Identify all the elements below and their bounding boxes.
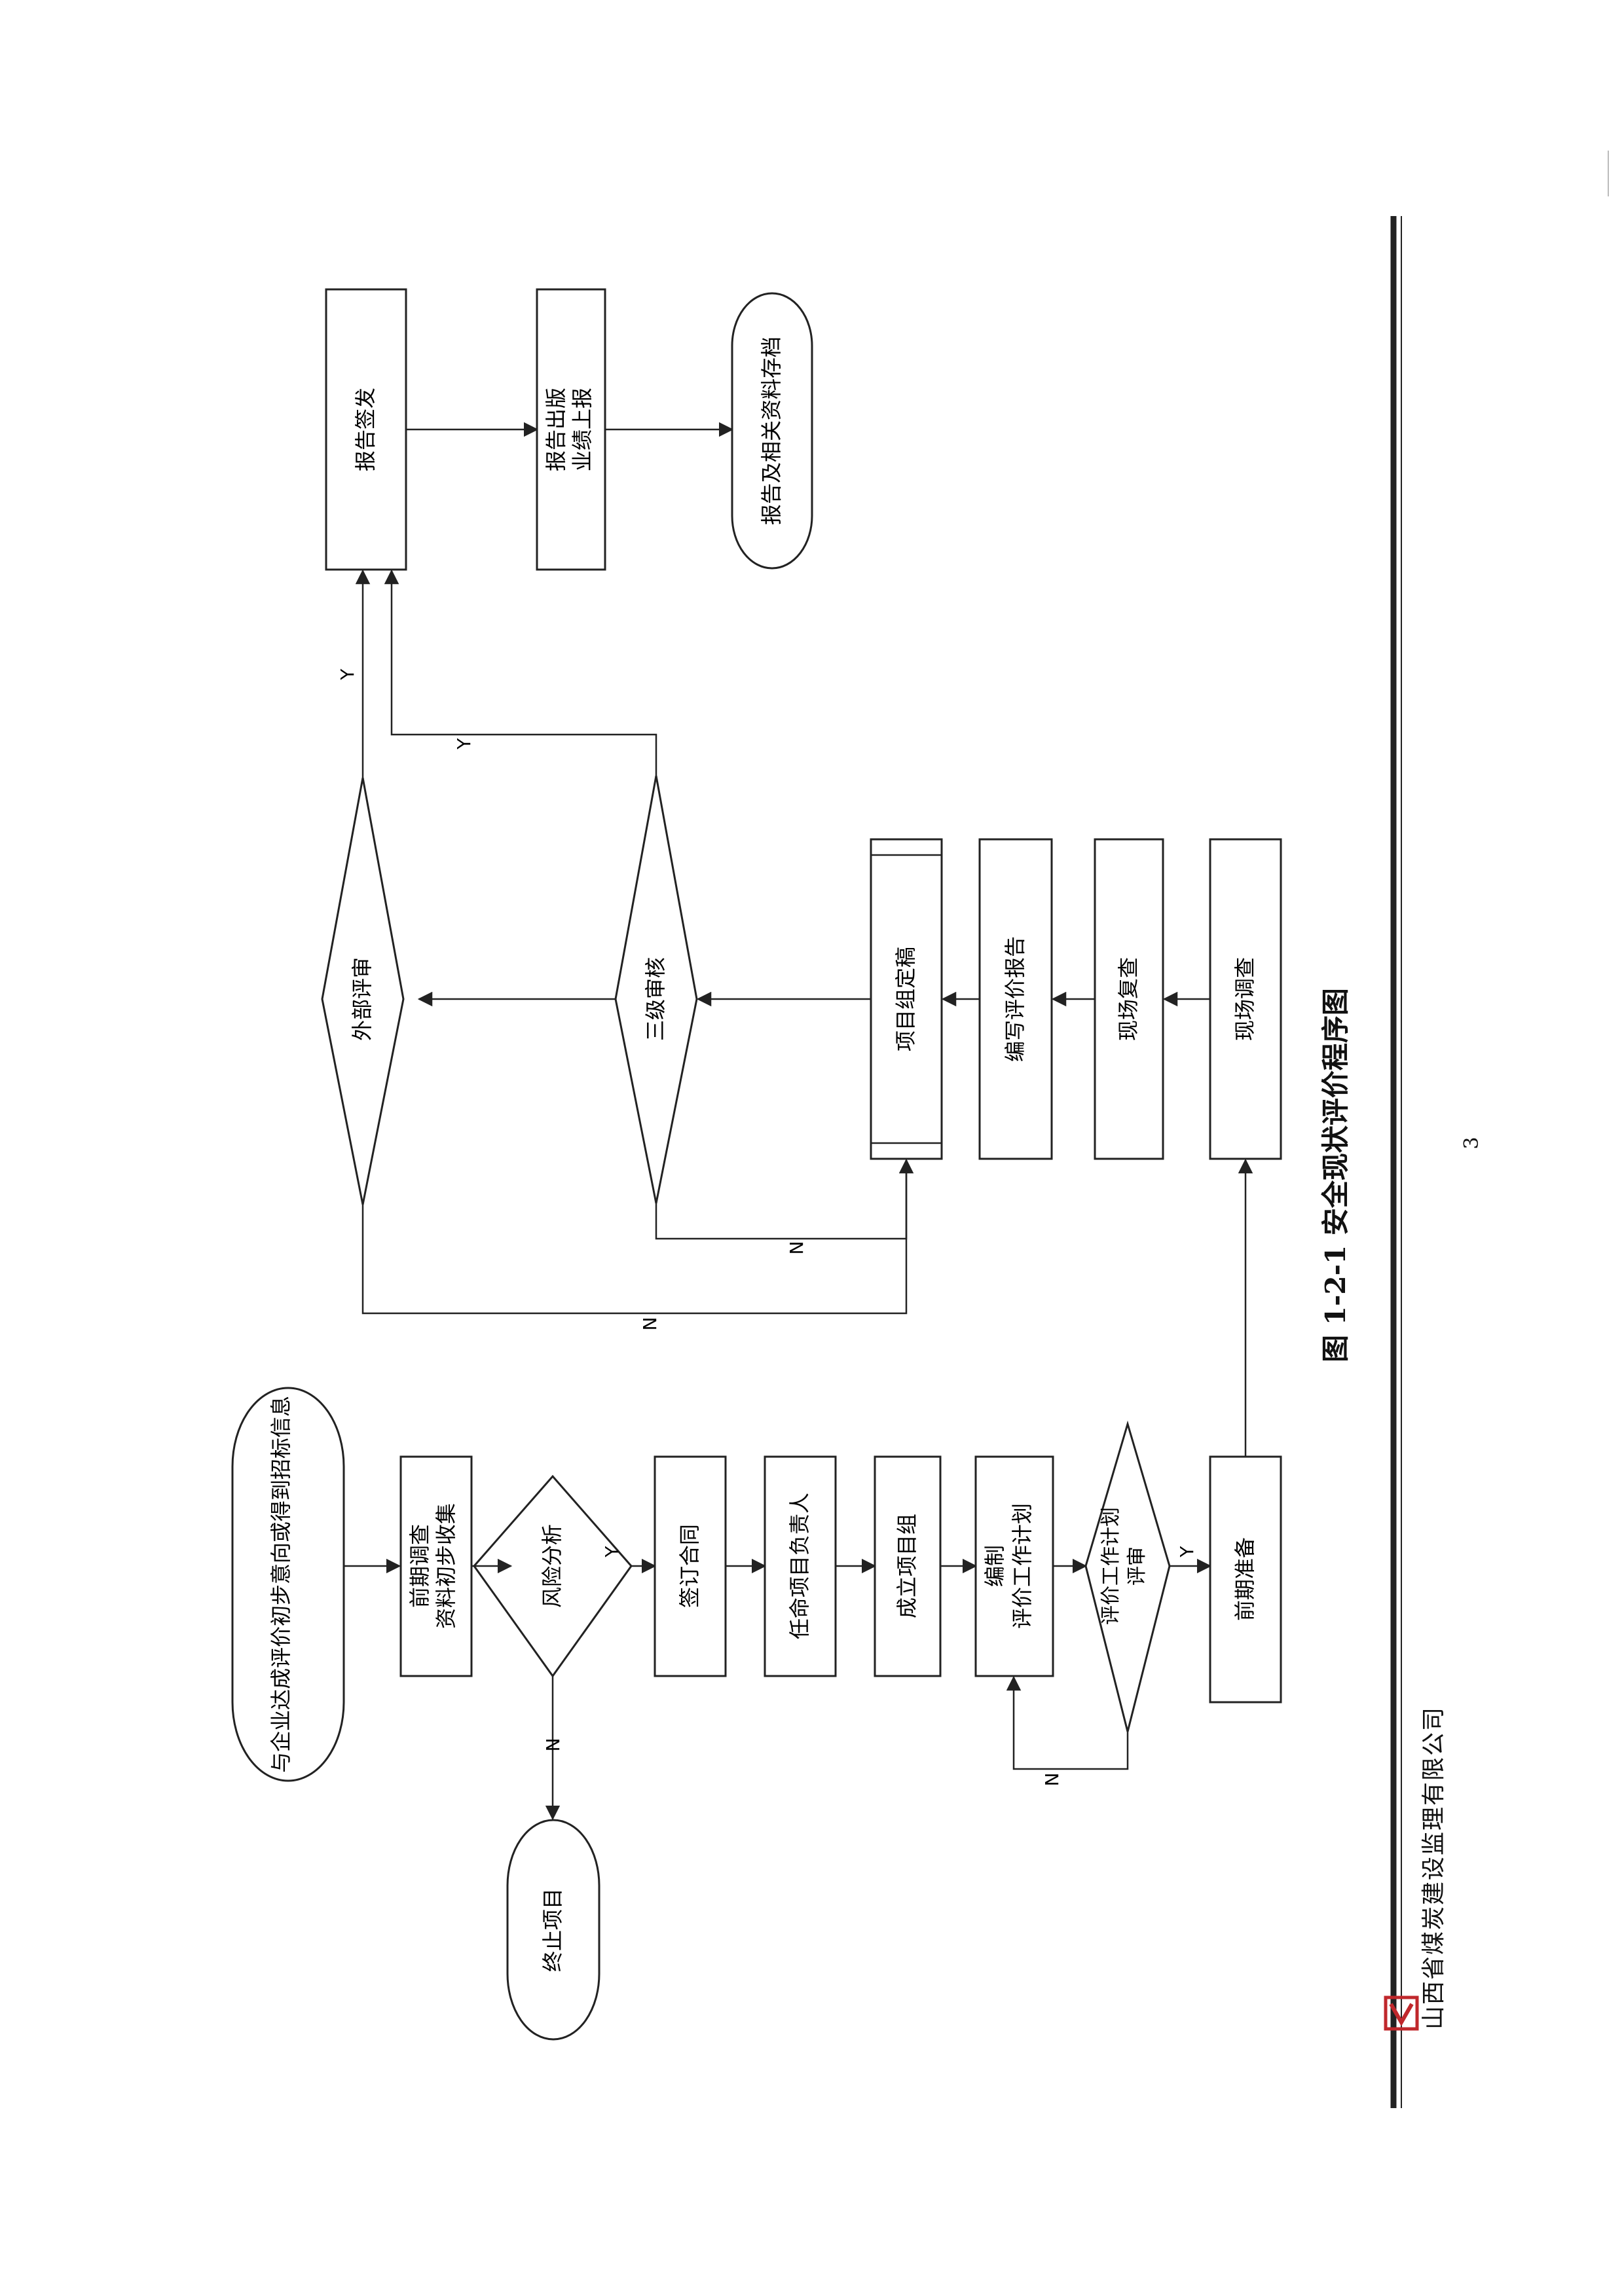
pre-survey-box bbox=[399, 1455, 473, 1677]
level3-no-label: N bbox=[786, 1241, 807, 1255]
level3-review-label: 三级审核 bbox=[643, 957, 668, 1041]
terminate-oval bbox=[506, 1819, 600, 2041]
plan-review-label-2: 评审 bbox=[1126, 1546, 1149, 1586]
figure-caption: 图 1-2-1 安全现状评价程序图 bbox=[1320, 988, 1352, 1362]
write-report-label: 编写评价报告 bbox=[1003, 936, 1027, 1062]
appoint-leader-label: 任命项目负责人 bbox=[787, 1493, 812, 1639]
appoint-leader-box bbox=[764, 1455, 837, 1677]
archive-label: 报告及相关资料存档 bbox=[759, 337, 784, 525]
sign-contract-label: 签订合同 bbox=[677, 1524, 702, 1608]
site-survey-box bbox=[1209, 838, 1282, 1160]
compile-plan-label-1: 编制 bbox=[982, 1545, 1007, 1587]
external-review-label: 外部评审 bbox=[350, 957, 375, 1041]
report-publish-label-1: 报告出版 bbox=[544, 388, 568, 471]
group-finalize-label: 项目组定稿 bbox=[893, 947, 918, 1051]
report-publish-box bbox=[536, 288, 606, 571]
external-no-label: N bbox=[639, 1317, 661, 1331]
page-number: 3 bbox=[1460, 1137, 1483, 1150]
terminate-label: 终止项目 bbox=[540, 1888, 565, 1972]
plan-review-yes-label: Y bbox=[1176, 1546, 1198, 1558]
establish-group-label: 成立项目组 bbox=[895, 1514, 919, 1618]
preparation-label: 前期准备 bbox=[1232, 1537, 1257, 1621]
write-report-box bbox=[978, 838, 1053, 1160]
archive-oval bbox=[731, 292, 813, 570]
plan-review-no-label: N bbox=[1041, 1773, 1063, 1787]
start-label: 与企业达成评价初步意向或得到招标信息 bbox=[268, 1396, 293, 1773]
risk-no-label: N bbox=[542, 1738, 564, 1752]
compile-plan-label-2: 评价工作计划 bbox=[1010, 1503, 1035, 1629]
site-recheck-label: 现场复查 bbox=[1116, 957, 1141, 1041]
report-issue-label: 报告签发 bbox=[353, 388, 378, 471]
site-recheck-box bbox=[1094, 838, 1164, 1160]
site-survey-label: 现场调查 bbox=[1232, 957, 1257, 1041]
external-yes-label: Y bbox=[337, 668, 358, 681]
level3-yes-label: Y bbox=[453, 738, 475, 750]
footer-company: 山西省煤炭建设监理有限公司 bbox=[1420, 1705, 1447, 2030]
risk-yes-label: Y bbox=[601, 1546, 623, 1558]
risk-analysis-label: 风险分析 bbox=[540, 1524, 564, 1608]
pre-survey-label-2: 资料初步收集 bbox=[434, 1503, 458, 1629]
report-publish-label-2: 业绩上报 bbox=[570, 388, 595, 471]
company-logo bbox=[1384, 1995, 1419, 2031]
start-oval bbox=[231, 1387, 345, 1782]
plan-review-label-1: 评价工作计划 bbox=[1099, 1507, 1122, 1625]
report-issue-box bbox=[325, 288, 407, 571]
preparation-box bbox=[1209, 1455, 1282, 1704]
pre-survey-label-1: 前期调查 bbox=[407, 1524, 432, 1608]
